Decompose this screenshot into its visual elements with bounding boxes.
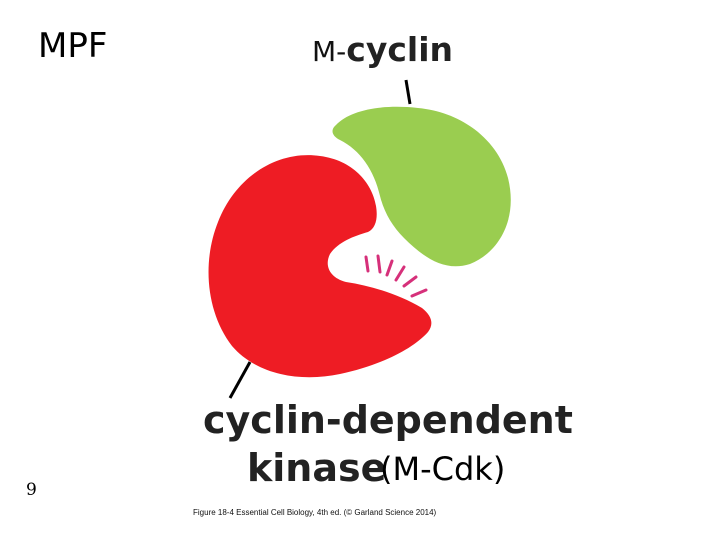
active-site-marks <box>364 254 428 298</box>
figure-caption: Figure 18-4 Essential Cell Biology, 4th … <box>193 508 437 517</box>
cdk-subunit <box>208 155 432 378</box>
m-cdk-label: (M-Cdk) <box>380 450 506 488</box>
page-number: 9 <box>26 480 37 500</box>
cdk-label-line1: cyclin-dependent <box>203 398 573 442</box>
cdk-pointer-line <box>228 361 252 399</box>
m-cyclin-prefix: M- <box>312 35 347 68</box>
cdk-label-line2: kinase <box>247 446 387 490</box>
m-cyclin-label: M-cyclin <box>312 30 453 69</box>
page-title: MPF <box>38 26 108 66</box>
m-cyclin-text: cyclin <box>346 30 454 69</box>
m-cyclin-pointer-line <box>404 79 412 105</box>
m-cyclin-subunit <box>332 106 511 267</box>
